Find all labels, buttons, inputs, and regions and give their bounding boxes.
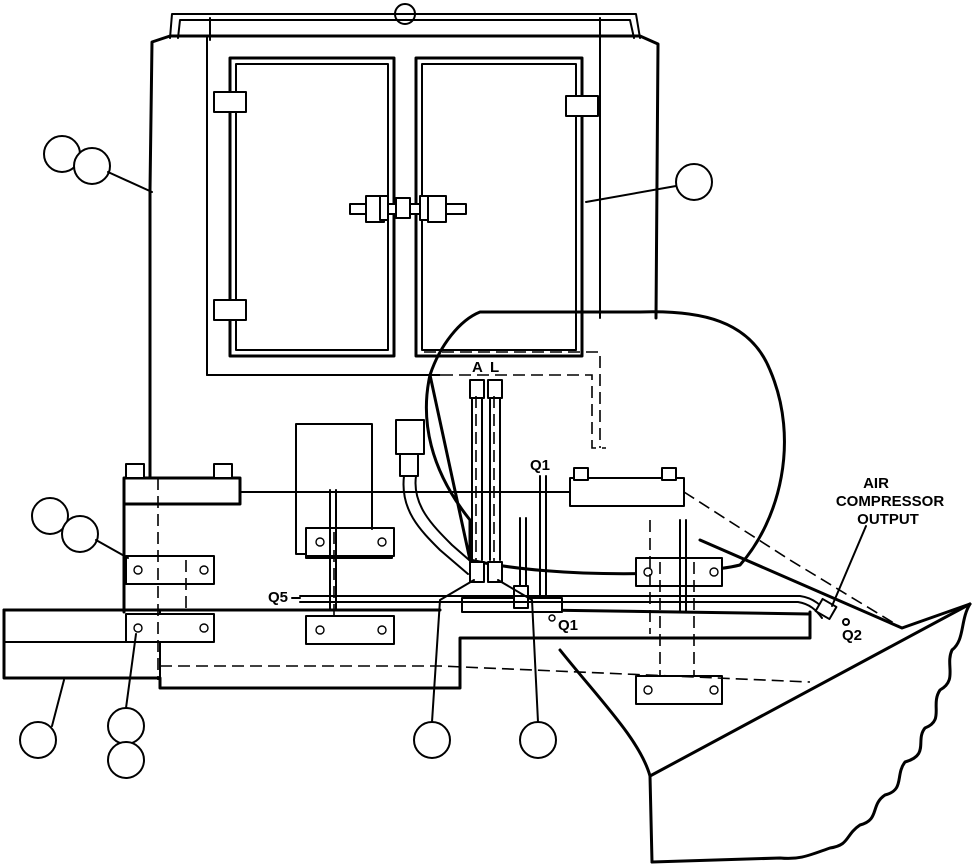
q1-lower-label: Q1 bbox=[558, 617, 578, 634]
fitting-markers bbox=[291, 597, 556, 622]
lower-frame bbox=[2, 379, 972, 864]
hidden-lines bbox=[157, 351, 903, 683]
air-compressor-label-line3: OUTPUT bbox=[857, 511, 919, 528]
cab bbox=[148, 3, 660, 559]
air-tank bbox=[395, 310, 786, 576]
labels: A L Q1 Q1 Q5 Q2 AIR COMPRESSOR OUTPUT bbox=[268, 359, 944, 644]
brackets bbox=[125, 527, 723, 705]
q5-label: Q5 bbox=[268, 589, 288, 606]
port-l-label: L bbox=[490, 359, 499, 376]
port-a-label: A bbox=[472, 359, 483, 376]
q2-label: Q2 bbox=[842, 627, 862, 644]
callout-bubbles bbox=[19, 135, 867, 779]
door-latch bbox=[349, 195, 467, 223]
air-compressor-label-line1: AIR bbox=[863, 475, 889, 492]
q1-upper-label: Q1 bbox=[530, 457, 550, 474]
air-compressor-label-line2: COMPRESSOR bbox=[836, 493, 945, 510]
